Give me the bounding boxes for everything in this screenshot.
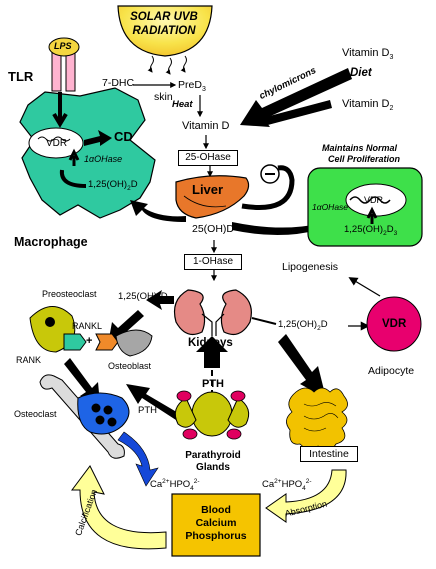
cell-dihydroxy: 1,25(OH)2D3 <box>344 224 398 237</box>
osteoclast-cell <box>77 392 130 435</box>
cell-up-arrow <box>366 206 378 224</box>
pth-main-label: PTH <box>202 378 224 390</box>
diet-label: Diet <box>350 67 372 79</box>
heat-label: Heat <box>172 99 193 110</box>
tlr-receptor-right <box>65 52 76 92</box>
kidney-to-right-line <box>251 317 277 325</box>
absorption-arrow <box>265 469 347 523</box>
maintains-line2: Cell Proliferation <box>328 154 401 164</box>
pth-to-osteoblast-arrow <box>126 384 180 420</box>
kidney-to-left-arrow <box>146 290 174 310</box>
osteoblast-label: Osteoblast <box>108 361 152 371</box>
preosteoclast-cell <box>115 329 153 357</box>
tlr-label: TLR <box>8 69 34 84</box>
rankl-label: RANKL <box>72 321 103 331</box>
lps-to-vdr-arrow <box>52 92 68 128</box>
vitamin-d2-arrow <box>262 100 332 126</box>
osteoblast-nucleus <box>45 317 55 327</box>
liver-label: Liver <box>192 182 224 197</box>
dhc-label: 7-DHC <box>102 77 135 89</box>
cell-vdr: VDR <box>364 195 384 205</box>
osteoclast-label: Osteoclast <box>14 409 57 419</box>
parathyroid-line1: Parathyroid <box>185 450 241 461</box>
blood-line2: Calcium <box>195 517 237 529</box>
adipocyte-label: Adipocyte <box>368 365 415 377</box>
solar-line1: SOLAR UVB <box>130 11 198 23</box>
sun-shape <box>117 5 213 57</box>
rankl-ligand <box>95 333 119 351</box>
to-macrophage-arrow <box>130 200 186 222</box>
preosteoclast-label: Preosteoclast <box>42 289 97 299</box>
skin-label: skin <box>154 91 173 103</box>
rank-label: RANK <box>16 355 42 365</box>
cd-label: CD <box>114 129 133 144</box>
parathyroid-center <box>191 391 233 437</box>
vitamin-d2-label: Vitamin D2 <box>342 98 394 113</box>
macrophage-label: Macrophage <box>14 235 88 249</box>
plus-label: + <box>86 335 93 347</box>
to-intestine-arrow <box>278 334 326 398</box>
right-kidney <box>220 289 252 335</box>
maintains-line1: Maintains Normal <box>322 143 398 153</box>
ca-right-label: Ca2+HPO42- <box>262 478 312 493</box>
rank-receptor <box>63 333 87 351</box>
cell-ohase: 1αOHase <box>312 202 349 212</box>
vdr-adipocyte-circle <box>366 296 422 352</box>
oh-d-label: 25(OH)D <box>192 223 235 235</box>
resorption-arrow <box>117 431 159 487</box>
intestine-box: Intestine <box>300 446 358 462</box>
right-d-label: 1,25(OH)2D <box>278 319 328 332</box>
diet-arrow <box>240 68 352 127</box>
left-kidney <box>173 289 206 335</box>
ca-left-label: Ca2+HPO42- <box>150 478 200 493</box>
kidneys-label: Kidneys <box>188 337 233 349</box>
vitamin-d3-label: Vitamin D3 <box>342 47 394 62</box>
solar-line2: RADIATION <box>132 25 196 37</box>
pred3-label: PreD3 <box>178 79 206 94</box>
vdr-adipocyte-label: VDR <box>382 318 407 330</box>
lps-ellipse <box>48 37 80 57</box>
macrophage-vdr: VDR <box>46 138 68 149</box>
feedback-loop-arrow <box>241 165 295 210</box>
cell-dna-icon <box>349 196 391 204</box>
blood-line1: Blood <box>201 504 231 516</box>
parathyroid-line2: Glands <box>196 462 230 473</box>
kidney-d-label: 1,25(OH)2D <box>118 291 168 304</box>
lipogenesis-label: Lipogenesis <box>282 261 339 273</box>
to-osteoclast-arrow <box>64 358 100 404</box>
macrophage-dna-icon <box>37 136 71 142</box>
macrophage-cell <box>19 87 156 219</box>
uv-rays <box>147 55 187 75</box>
macrophage-ohase: 1αOHase <box>84 154 123 164</box>
to-cell-arrow <box>232 218 332 236</box>
macrophage-vdr-oval <box>28 127 84 159</box>
macrophage-curve-arrow <box>59 169 87 188</box>
ohase25-box: 25-OHase <box>178 150 238 166</box>
tlr-receptor-left <box>51 52 62 92</box>
liver-shape <box>175 175 250 219</box>
blood-line3: Phosphorus <box>185 530 247 542</box>
ohase1-box: 1-OHase <box>184 254 242 270</box>
pth-up-arrow <box>196 336 228 368</box>
vitamin-d-label: Vitamin D <box>182 120 230 132</box>
vdr-to-cd-arrow <box>84 130 112 146</box>
lps-label: LPS <box>54 41 72 51</box>
ohase-up-arrow <box>68 148 80 166</box>
vdr-to-lipogenesis-arrow <box>348 277 381 297</box>
blood-box <box>171 493 261 557</box>
macrophage-dihydroxy: 1,25(OH)2D <box>88 179 138 192</box>
calcification-arrow <box>71 465 167 550</box>
pth-small-label: PTH <box>138 405 157 416</box>
